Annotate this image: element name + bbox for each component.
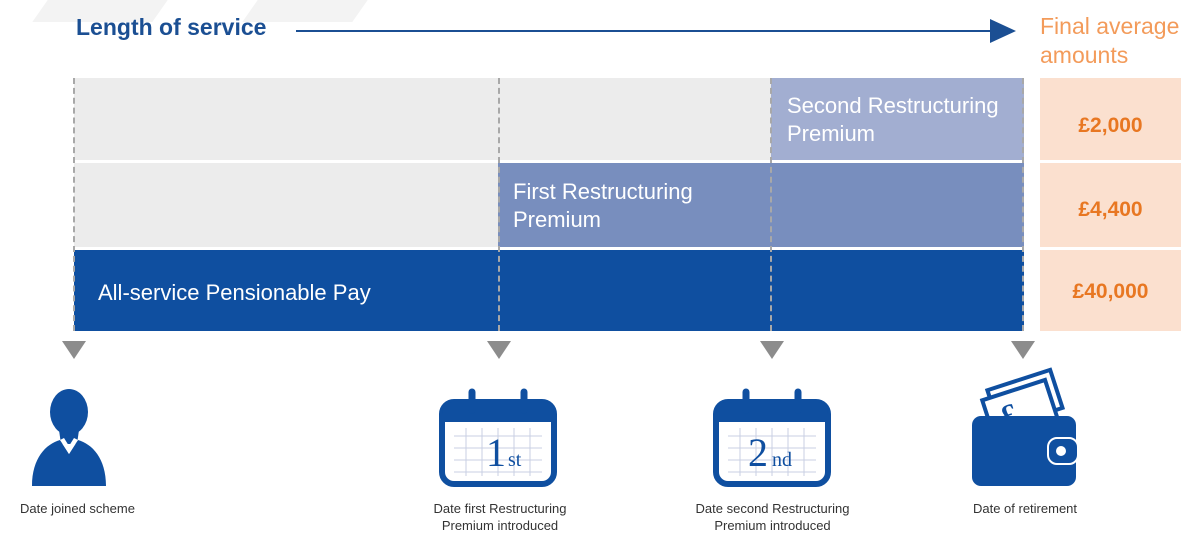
milestone-dashed-line — [1022, 78, 1024, 331]
row1-label-line1: Second Restructuring — [787, 93, 999, 118]
all-service-pensionable-pay-label: All-service Pensionable Pay — [98, 280, 371, 305]
caption-line1: Date second Restructuring — [695, 501, 850, 516]
milestone-marker-icon — [487, 341, 511, 359]
final-average-amounts-label: Final average amounts — [1040, 12, 1179, 70]
row1-empty-area — [74, 78, 771, 160]
row1-label-line2: Premium — [787, 121, 876, 146]
amount-second-premium: £2,000 — [1078, 114, 1143, 137]
caption-line2: Premium introduced — [714, 518, 831, 533]
calendar-suffix: nd — [772, 449, 792, 471]
calendar-number: 2 — [748, 430, 768, 475]
caption-date-of-retirement: Date of retirement — [972, 501, 1078, 516]
arrow-right-icon — [990, 19, 1016, 43]
wallet-icon: £ — [972, 367, 1079, 486]
amount-divider — [1040, 247, 1181, 250]
caption-date-first-premium: Date first Restructuring Premium introdu… — [400, 500, 600, 534]
milestone-marker-icon — [62, 341, 86, 359]
milestone-marker-icon — [1011, 341, 1035, 359]
calendar-icon: 2 nd — [713, 388, 831, 487]
milestone-marker-icon — [760, 341, 784, 359]
caption-date-second-premium: Date second Restructuring Premium introd… — [670, 500, 875, 534]
caption-line2: Premium introduced — [441, 518, 559, 533]
second-restructuring-premium-label: Second Restructuring Premium — [787, 92, 999, 148]
calendar-number: 1 — [486, 430, 506, 475]
amount-pensionable-pay: £40,000 — [1072, 280, 1149, 303]
second-restructuring-premium-bar — [771, 78, 1024, 160]
row2-label-line2: Premium — [513, 207, 602, 232]
milestone-dashed-line — [770, 78, 772, 331]
amount-divider — [1040, 160, 1181, 163]
caption-line1: Date first Restructuring — [433, 501, 567, 516]
first-restructuring-premium-bar — [498, 163, 1024, 247]
final-label-line2: amounts — [1040, 42, 1129, 68]
row2-label-line1: First Restructuring — [513, 179, 693, 204]
final-label-line1: Final average — [1040, 13, 1180, 39]
calendar-icon: 1 st — [439, 388, 557, 487]
calendar-suffix: st — [508, 449, 522, 471]
first-restructuring-premium-label: First Restructuring Premium — [513, 178, 693, 234]
row2-empty-area — [74, 163, 498, 247]
milestone-dashed-line — [73, 78, 75, 331]
all-service-pensionable-pay-bar — [74, 250, 1024, 331]
service-timeline-line — [296, 30, 991, 32]
caption-date-joined-scheme: Date joined scheme — [20, 501, 135, 516]
person-icon — [32, 389, 106, 486]
length-of-service-title: Length of service — [76, 14, 267, 40]
amount-first-premium: £4,400 — [1078, 198, 1143, 221]
final-amounts-column — [1040, 78, 1181, 331]
milestone-dashed-line — [498, 78, 500, 331]
